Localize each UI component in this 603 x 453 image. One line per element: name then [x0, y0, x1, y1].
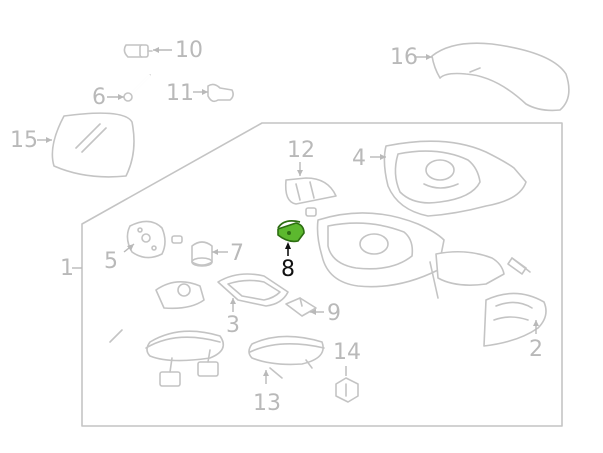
clip-small-2	[305, 207, 317, 217]
part-5-motor[interactable]	[123, 220, 166, 259]
assembly-outline	[81, 122, 563, 427]
callout-13[interactable]: 13	[253, 391, 281, 416]
part-16-mirror-cover[interactable]	[416, 42, 570, 112]
callout-2[interactable]: 2	[529, 337, 543, 362]
part-6-screw[interactable]	[107, 74, 151, 102]
part-2-arm-cover[interactable]	[483, 292, 547, 347]
callout-16[interactable]: 16	[390, 45, 418, 70]
part-8-clip[interactable]	[277, 219, 305, 256]
part-8-body[interactable]	[277, 222, 305, 243]
callout-7[interactable]: 7	[230, 241, 244, 266]
callout-1[interactable]: 1	[60, 256, 74, 281]
callout-3[interactable]: 3	[226, 313, 240, 338]
screw-small	[109, 329, 123, 343]
part-8-wire[interactable]	[277, 219, 301, 229]
callout-4[interactable]: 4	[352, 146, 366, 171]
callout-12[interactable]: 12	[287, 138, 315, 163]
part-11-bulb[interactable]	[193, 83, 234, 103]
part-13-wiring-harness[interactable]	[248, 335, 325, 384]
part-4-mirror-housing[interactable]	[370, 140, 527, 217]
part-14-connector[interactable]	[335, 366, 359, 403]
screw-right	[511, 257, 531, 273]
part-1-mirror-assembly[interactable]	[316, 212, 527, 299]
clip-small	[171, 235, 183, 244]
harness-left	[145, 330, 225, 387]
callout-9[interactable]: 9	[327, 301, 341, 326]
part-10-bulb[interactable]	[123, 44, 172, 58]
callout-15[interactable]: 15	[10, 128, 38, 153]
callout-10[interactable]: 10	[175, 38, 203, 63]
part-15-mirror-glass[interactable]	[37, 112, 135, 178]
part-9-connector[interactable]	[285, 297, 324, 317]
callout-8[interactable]: 8	[281, 257, 295, 282]
callout-6[interactable]: 6	[92, 85, 106, 110]
callout-5[interactable]: 5	[104, 249, 118, 274]
part-12-bracket[interactable]	[284, 162, 337, 205]
module-unlabeled	[155, 281, 205, 310]
callout-14[interactable]: 14	[333, 340, 361, 365]
callout-11[interactable]: 11	[166, 81, 194, 106]
part-7-lamp-socket[interactable]	[191, 241, 228, 267]
part-3-gasket[interactable]	[217, 273, 289, 312]
